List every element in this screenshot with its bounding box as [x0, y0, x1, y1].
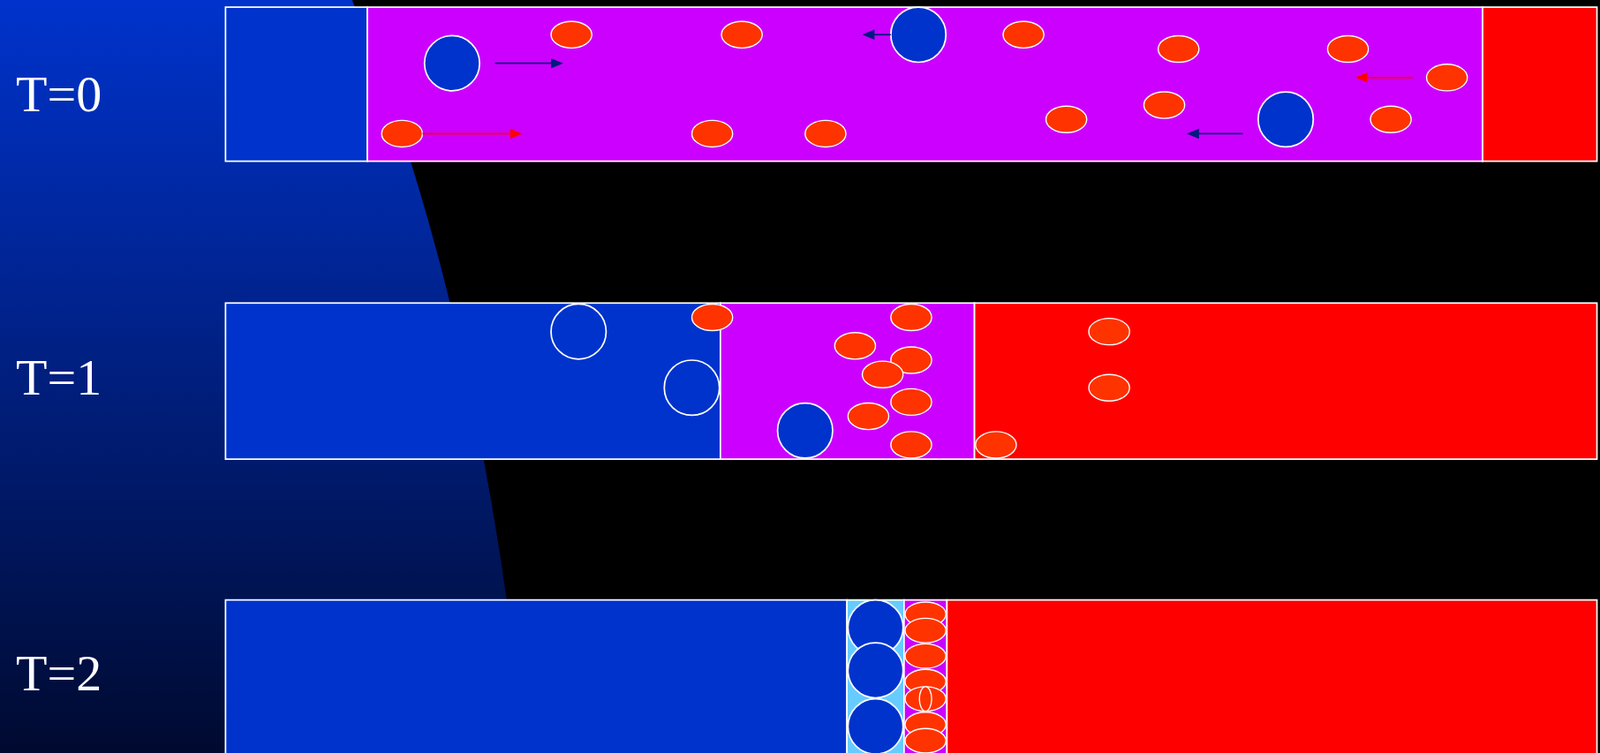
time-label: T=2	[15, 648, 102, 700]
time-label: T=1	[15, 352, 102, 404]
time-label: T=0	[15, 68, 102, 121]
